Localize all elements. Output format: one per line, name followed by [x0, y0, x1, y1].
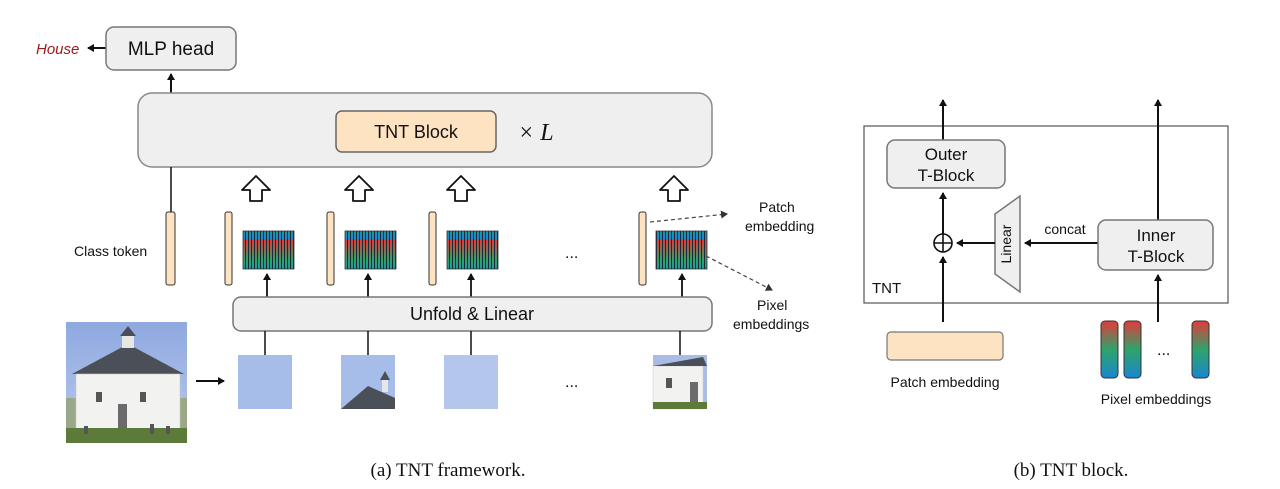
patch-embedding-label-2: embedding: [745, 218, 814, 234]
framework-caption: (a) TNT framework.: [371, 460, 526, 481]
pixel-embeddings-label-2: embeddings: [733, 316, 809, 332]
pixel-embedding-bar-1: [1100, 320, 1119, 379]
unfold-linear-box: [232, 296, 713, 332]
image-patch-3: [444, 355, 498, 409]
patch-token-1: [224, 211, 233, 286]
inner-t-block-label-1: Inner: [1137, 226, 1176, 245]
pixel-embedding-bar-2: [1123, 320, 1142, 379]
linear-label: Linear: [998, 224, 1014, 263]
pixel-block-2: [344, 230, 397, 270]
pixel-ellipsis: ...: [1157, 342, 1170, 359]
hollow-up-arrow-4: [659, 175, 689, 202]
ellipsis-tokens: ...: [565, 245, 578, 262]
block-panel: Outer T-Block Patch embedding Linear con…: [863, 99, 1229, 481]
pixel-block-4: [655, 230, 708, 270]
block-caption: (b) TNT block.: [1014, 460, 1129, 481]
patch-embedding-pointer: [649, 210, 728, 223]
patch-token-3: [428, 211, 437, 286]
image-patch-2: [341, 355, 395, 409]
patch-embedding-bar: [886, 331, 1004, 361]
patch-embedding-label: Patch embedding: [891, 374, 1000, 390]
mlp-head-box: [105, 26, 237, 71]
tnt-frame-label: TNT: [872, 280, 901, 297]
linear-layer: [994, 194, 1021, 294]
image-patches: ...: [238, 355, 707, 410]
repeat-label: × L: [518, 120, 554, 146]
hollow-up-arrow-2: [344, 175, 374, 202]
inner-t-block-label-2: T-Block: [1128, 247, 1185, 266]
image-patch-1: [238, 355, 292, 409]
output-label: House: [36, 41, 79, 58]
hollow-up-arrow-1: [241, 175, 271, 202]
inner-t-block: [1097, 219, 1214, 271]
hollow-up-arrow-3: [446, 175, 476, 202]
pixel-block-3: [446, 230, 499, 270]
outer-t-block-label-2: T-Block: [918, 166, 975, 185]
input-image: [66, 322, 187, 443]
unfold-linear-label: Unfold & Linear: [410, 304, 534, 324]
concat-label: concat: [1044, 221, 1085, 237]
pixel-embeddings-pointer: [705, 255, 773, 291]
mlp-head-label: MLP head: [128, 39, 214, 60]
unfold-up-arrows: [263, 273, 686, 297]
pixel-embedding-bar-3: [1191, 320, 1210, 379]
image-patch-4: [652, 355, 707, 410]
patch-embedding-label-1: Patch: [759, 199, 795, 215]
up-arrows: [241, 175, 689, 202]
outer-t-block: [886, 139, 1006, 189]
pixel-embeddings-label-1: Pixel: [757, 297, 787, 313]
tnt-block-box: [335, 110, 497, 153]
patch-token-2: [326, 211, 335, 286]
pixel-embeddings-label: Pixel embeddings: [1101, 391, 1212, 407]
pixel-block-1: [242, 230, 295, 270]
framework-panel: House MLP head TNT Block × L Class token: [36, 26, 814, 481]
outer-t-block-label-1: Outer: [925, 145, 968, 164]
ellipsis-patches: ...: [565, 374, 578, 391]
class-token-label: Class token: [74, 243, 147, 259]
class-token: [165, 211, 176, 286]
patch-links: [264, 331, 681, 355]
tnt-block-label: TNT Block: [374, 122, 459, 142]
patch-token-4: [638, 211, 647, 286]
patch-groups: [224, 211, 708, 286]
